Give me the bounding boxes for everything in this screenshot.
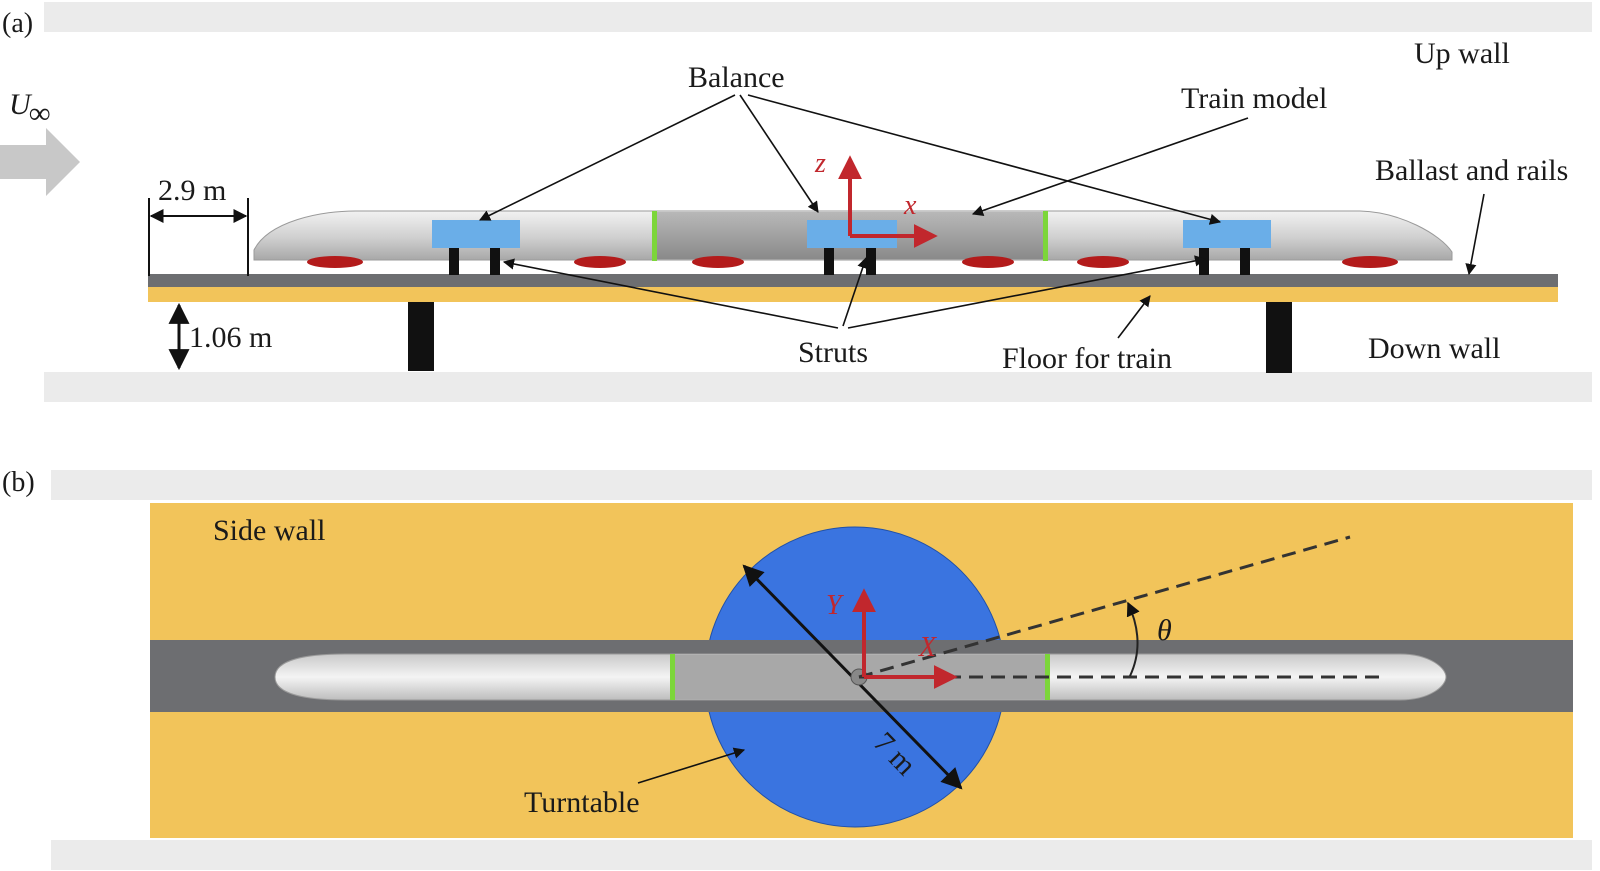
panel-b: (b) Side wall 7 m θ Y X (2, 467, 1592, 870)
struts-leaders (502, 255, 1207, 329)
freestream-indicator: U ∞ (0, 88, 80, 196)
side-wall-bottom (51, 840, 1592, 870)
dimension-length: 2.9 m (148, 174, 249, 276)
train-model-leader (971, 117, 1249, 216)
up-wall-label: Up wall (1414, 37, 1510, 70)
support-column-left (408, 299, 434, 371)
turntable-label: Turntable (524, 786, 640, 819)
z-axis-label: z (814, 148, 826, 179)
floor-leader (1117, 295, 1151, 339)
freestream-symbol: U (9, 88, 33, 121)
ballast-leader (1465, 193, 1485, 276)
car-joint-left (652, 211, 657, 261)
train-model-label: Train model (1181, 82, 1327, 115)
dimension-height: 1.06 m (168, 302, 272, 371)
car-joint-left-top (670, 654, 675, 700)
up-wall (44, 2, 1592, 32)
panel-a: (a) Up wall Down wall U ∞ (0, 2, 1592, 402)
panel-b-tag: (b) (2, 467, 35, 498)
bogies (307, 256, 1398, 268)
struts-label: Struts (798, 336, 868, 369)
side-wall-label: Side wall (213, 514, 326, 547)
support-column-right (1266, 299, 1292, 373)
turntable-leader (637, 747, 746, 784)
side-wall-top (51, 470, 1592, 500)
yaw-angle-arc (1126, 601, 1140, 677)
floor-label: Floor for train (1002, 342, 1172, 375)
y-axis-label: Y (826, 590, 845, 621)
angle-label: θ (1157, 614, 1172, 647)
dimension-height-label: 1.06 m (189, 321, 272, 354)
balance-front (432, 220, 520, 248)
dimension-length-label: 2.9 m (158, 174, 226, 207)
balance-rear (1183, 220, 1271, 248)
x-axis-label-b: X (918, 632, 937, 663)
down-wall-label: Down wall (1368, 332, 1500, 365)
ballast-and-rails (148, 274, 1558, 287)
flow-arrow-icon (0, 128, 80, 196)
car-joint-right (1043, 211, 1048, 261)
panel-a-tag: (a) (2, 8, 33, 39)
x-axis-label: x (903, 190, 917, 221)
train-axes: z x (814, 148, 938, 248)
freestream-subscript: ∞ (29, 97, 50, 130)
balance-leaders (478, 94, 1222, 225)
ballast-label: Ballast and rails (1375, 154, 1568, 187)
down-wall (44, 372, 1592, 402)
global-axes: Y X (826, 588, 958, 689)
balance-label: Balance (688, 61, 785, 94)
yaw-line (858, 535, 1351, 679)
